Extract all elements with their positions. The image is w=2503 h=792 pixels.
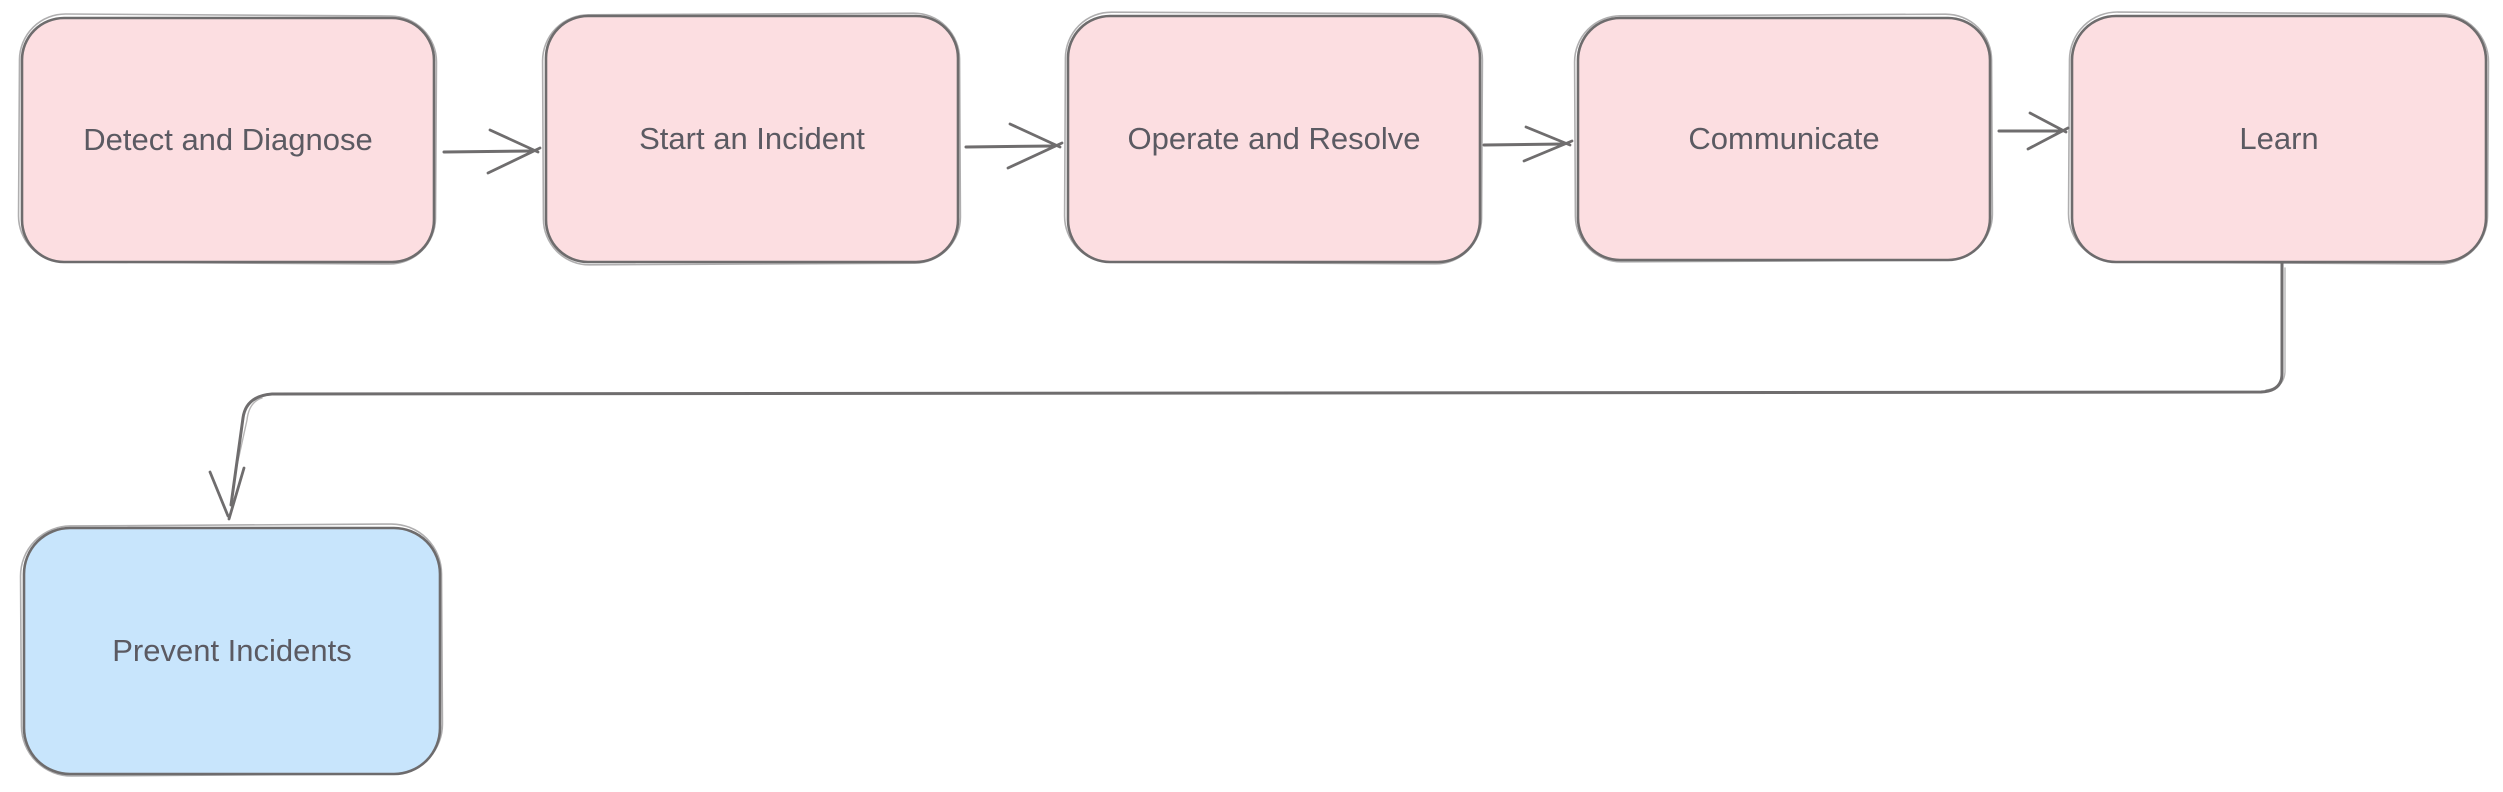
node-prevent-incidents-shape[interactable] <box>22 526 442 776</box>
node-detect-and-diagnose-shape[interactable] <box>20 16 436 264</box>
node-prevent-incidents-sketch-outline <box>19 523 444 777</box>
connector-operate-to-communicate[interactable] <box>1482 125 1574 163</box>
connector-learn-to-prevent-sketch <box>235 267 2286 471</box>
node-communicate-label: Communicate <box>1688 121 1879 156</box>
node-detect-and-diagnose-sketch-outline <box>17 13 438 265</box>
node-operate-and-resolve-sketch-outline <box>1063 11 1484 265</box>
connector-start-to-operate[interactable] <box>964 122 1064 170</box>
arrowhead-right-icon <box>486 128 542 175</box>
node-learn-sketch-outline <box>2067 11 2490 265</box>
connector-communicate-to-learn[interactable] <box>1997 111 2070 151</box>
node-detect-and-diagnose[interactable]: Detect and Diagnose <box>17 13 438 265</box>
connector-operate-to-communicate-line[interactable] <box>1482 142 1566 147</box>
arrowhead-right-icon <box>1522 125 1574 163</box>
node-start-an-incident-shape[interactable] <box>544 14 960 264</box>
node-operate-and-resolve-label: Operate and Resolve <box>1128 121 1421 156</box>
arrowhead-right-icon <box>2026 111 2070 151</box>
connector-detect-to-start-line[interactable] <box>442 149 534 154</box>
node-learn-shape[interactable] <box>2070 14 2488 264</box>
node-learn[interactable]: Learn <box>2067 11 2490 265</box>
node-prevent-incidents-label: Prevent Incidents <box>112 633 352 668</box>
node-communicate-shape[interactable] <box>1576 16 1992 262</box>
node-operate-and-resolve[interactable]: Operate and Resolve <box>1063 11 1484 265</box>
node-operate-and-resolve-shape[interactable] <box>1066 14 1482 264</box>
node-start-an-incident[interactable]: Start an Incident <box>541 12 962 266</box>
arrowhead-down-icon <box>208 466 246 521</box>
node-start-an-incident-label: Start an Incident <box>639 121 865 156</box>
arrowhead-right-icon <box>1006 122 1064 170</box>
connector-detect-to-start[interactable] <box>442 128 542 175</box>
connector-start-to-operate-line[interactable] <box>964 144 1056 149</box>
connector-learn-to-prevent-line[interactable] <box>229 261 2284 507</box>
node-communicate[interactable]: Communicate <box>1573 13 1994 263</box>
node-start-an-incident-sketch-outline <box>541 12 962 266</box>
node-prevent-incidents[interactable]: Prevent Incidents <box>19 523 444 777</box>
node-detect-and-diagnose-label: Detect and Diagnose <box>83 122 373 157</box>
node-communicate-sketch-outline <box>1573 13 1994 263</box>
node-learn-label: Learn <box>2239 121 2318 156</box>
connector-learn-to-prevent[interactable] <box>208 261 2286 521</box>
